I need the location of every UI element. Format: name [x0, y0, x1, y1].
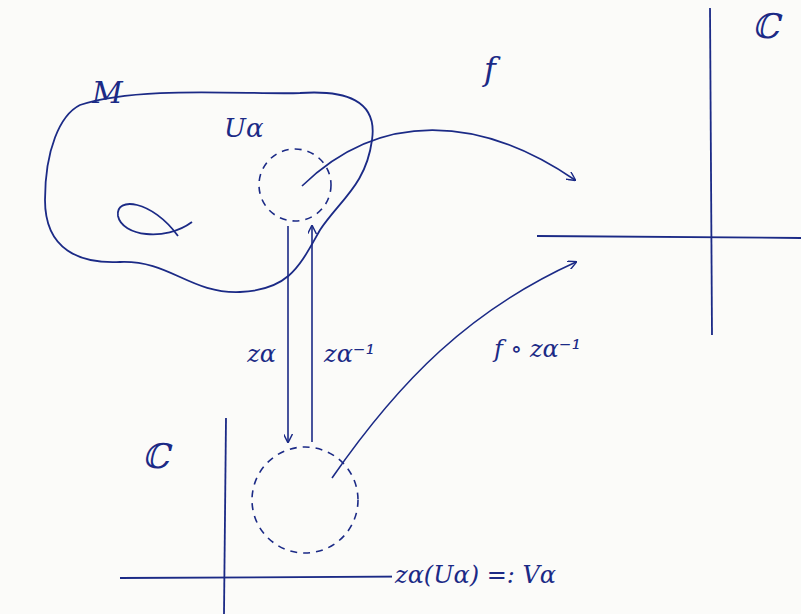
- map-label: f ∘ zα⁻¹: [494, 336, 581, 362]
- set-name: zα(Uα) =: Vα: [392, 562, 559, 588]
- dashed-circle: [257, 147, 333, 223]
- chart-map-arrow: [287, 226, 289, 442]
- chart-domain: zα(Uα) =: Vα: [250, 445, 360, 555]
- dashed-circle-path: [252, 447, 358, 553]
- map-label: zα: [247, 341, 276, 367]
- set-name: Uα: [224, 114, 263, 143]
- axis-line: [224, 418, 226, 614]
- handle-hole: [118, 204, 192, 236]
- chart-domain: Uα: [257, 147, 333, 223]
- map-label: f: [484, 52, 496, 87]
- dashed-circle-path: [259, 149, 331, 221]
- map-label: ℂ: [142, 438, 169, 475]
- chart-map-arrow: [311, 226, 313, 442]
- surface-shape: [40, 85, 380, 300]
- map-arrow: [332, 262, 576, 478]
- surface-outline: MUα: [40, 85, 380, 300]
- map-label: ℂ: [752, 8, 779, 45]
- surface-name: M: [92, 76, 123, 109]
- surface-outline-path: [45, 92, 373, 292]
- map-label: zα⁻¹: [324, 341, 375, 367]
- axis-line: [710, 8, 712, 335]
- dashed-circle: [250, 445, 360, 555]
- map-arrow: [302, 130, 575, 186]
- axis-line: [537, 236, 801, 238]
